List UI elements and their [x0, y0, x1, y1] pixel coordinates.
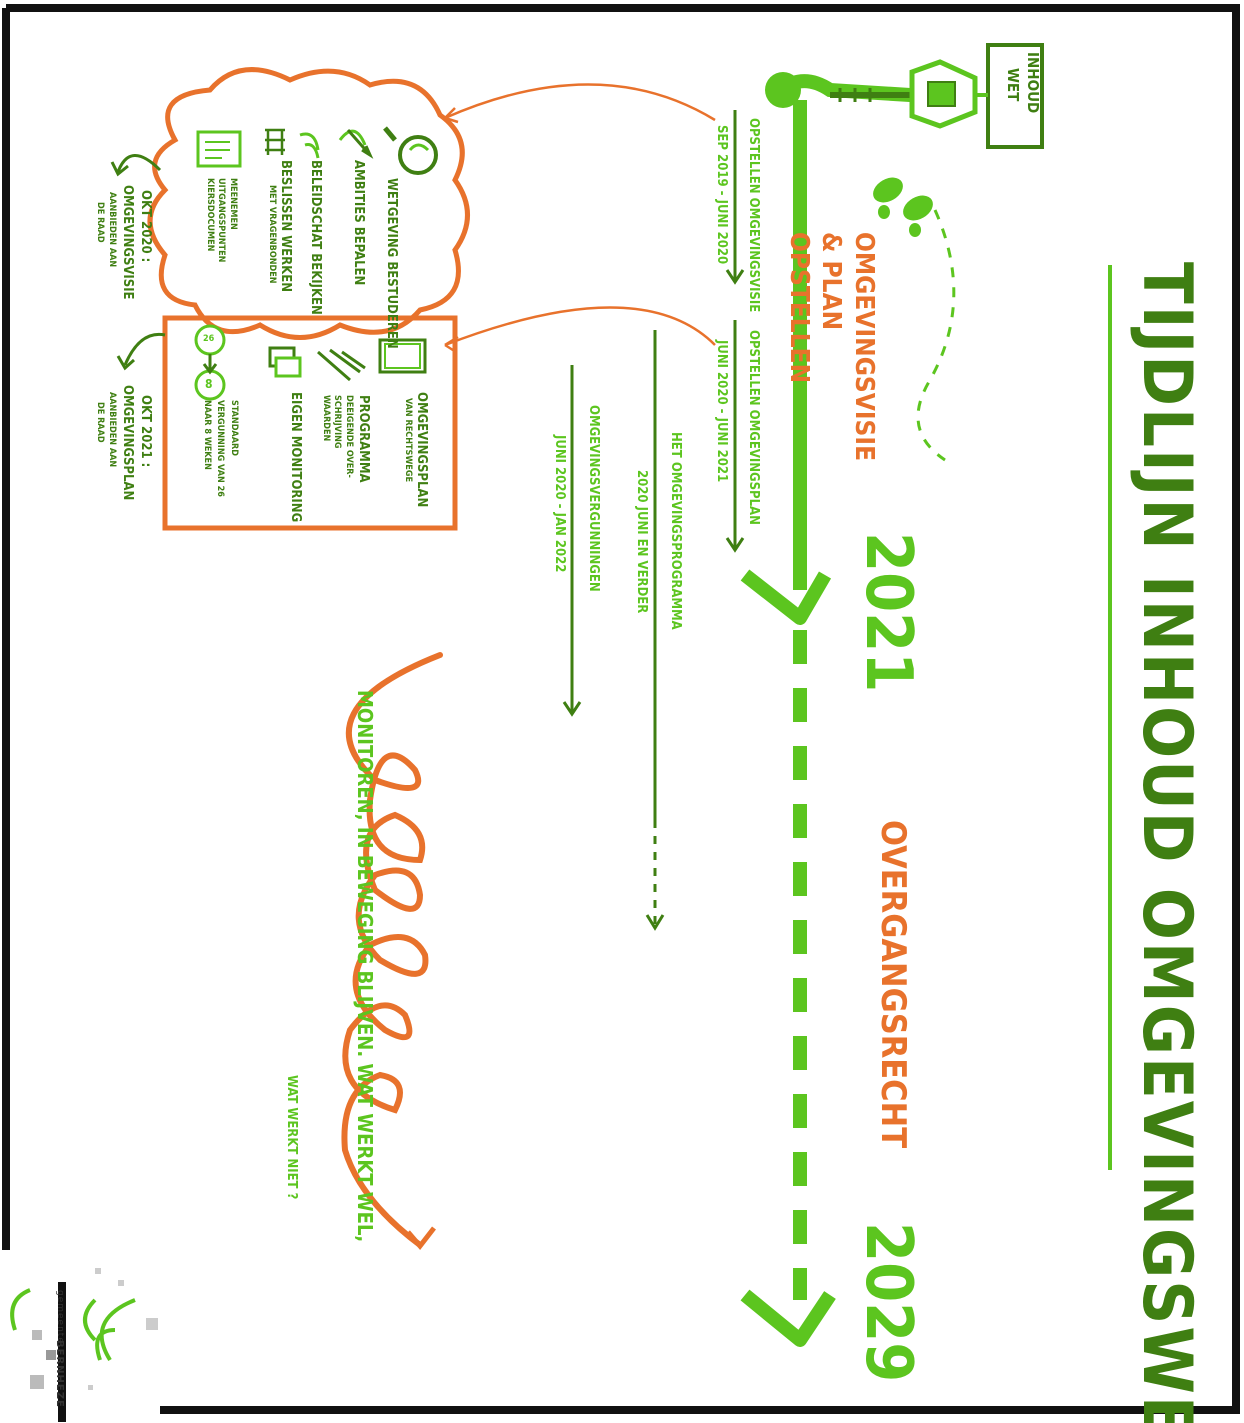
- timeline-arrow-2021: [740, 569, 832, 625]
- connector-visie: [444, 83, 716, 122]
- footprint-trail: [916, 209, 956, 462]
- plan-item-2: PROGRAMMA: [356, 395, 371, 483]
- track-2-title: OPSTELLEN OMGEVINGSPLAN: [746, 330, 761, 525]
- visie-item-3: BELEIDSCHAT BEKIJKEN: [308, 160, 323, 315]
- track-3-title: HET OMGEVINGSPROGRAMMA: [668, 432, 683, 630]
- logo-prefix: gemeente: [55, 1290, 65, 1344]
- monitoring-text-line2: WAT WERKT NIET ?: [284, 1075, 299, 1200]
- plan-item-1: OMGEVINGSPLAN: [414, 392, 429, 508]
- target-arrow-icon: [338, 129, 374, 159]
- visie-note-title: OKT 2020 :: [138, 190, 153, 263]
- map-icon: [378, 338, 427, 374]
- signpost-icon: [765, 43, 1044, 149]
- track-4-period: JUNI 2020 - JAN 2022: [552, 435, 567, 573]
- visie-item-1: WETGEVING BESTUDEREN: [384, 178, 399, 349]
- plan-note-line3: DE RAAD: [95, 402, 105, 443]
- plan-item-3: EIGEN MONITORING: [288, 392, 303, 523]
- note-arrow-visie: [116, 154, 162, 173]
- document-icon: [196, 130, 242, 168]
- weeks-badge-icon: [194, 324, 226, 401]
- plan-item-4: STANDAARD VERGUNNING VAN 26 NAAR 8 WEKEN: [202, 400, 239, 497]
- branch-icon: [299, 132, 320, 159]
- phase-label-1-line: OMGEVINGSVISIE & PLAN OPSTELLEN: [783, 232, 881, 462]
- footprints-icon: [873, 177, 933, 237]
- plan-note-line1: OMGEVINGSPLAN: [120, 385, 135, 501]
- visie-item-4-sub: MET VRAGENBONDEN: [267, 185, 277, 284]
- spiral-arrow-head: [406, 1226, 436, 1250]
- connector-plan: [444, 306, 716, 347]
- track-3-period: 2020 JUNI EN VERDER: [634, 470, 649, 614]
- visie-item-4: BESLISSEN WERKEN: [278, 160, 293, 292]
- visie-note-line2: AANBIEDEN AAN: [107, 192, 117, 268]
- year-2029: 2029: [851, 1222, 925, 1383]
- people-icon: [265, 128, 285, 155]
- weeks-badge-to: 8: [205, 377, 213, 391]
- plan-note-title: OKT 2021 :: [138, 395, 153, 468]
- visie-note-line3: DE RAAD: [95, 202, 105, 243]
- phase-label-1: OMGEVINGSVISIE & PLAN OPSTELLEN: [784, 232, 879, 462]
- plan-item-1-sub: VAN RECHTSWEGE: [403, 398, 413, 483]
- plan-item-2-sub: DEEIGENDE OVER- SCHRIJVING WAARDEN: [320, 395, 354, 478]
- track-1-title: OPSTELLEN OMGEVINGSVISIE: [746, 118, 761, 313]
- plan-box: [162, 315, 458, 531]
- track-4-title: OMGEVINGSVERGUNNINGEN: [586, 405, 601, 592]
- visie-item-5: MEENEMEN UITGANGSPUNTEN KIERSDOCUMEN: [204, 178, 238, 263]
- monitor-icon: [268, 346, 302, 378]
- frame-border: [6, 4, 1240, 1414]
- logo-name: BERNHEZE: [54, 1340, 65, 1408]
- note-arrow-plan: [123, 332, 166, 366]
- track-2-period: JUNI 2020 - JUNI 2021: [714, 340, 729, 483]
- signpost-label-line1: INHOUD: [1024, 52, 1042, 114]
- visie-note-line1: OMGEVINGSVISIE: [120, 185, 135, 300]
- phase-label-2: OVERGANGSRECHT: [873, 820, 913, 1149]
- signpost-label-line2: WET: [1004, 68, 1022, 102]
- bernheze-logo: [10, 1268, 158, 1422]
- flow-arrows-icon: [317, 348, 366, 382]
- monitoring-spiral: [341, 652, 443, 1248]
- year-2021: 2021: [851, 532, 925, 693]
- timeline-arrow-2029: [740, 1289, 836, 1347]
- visie-item-2: AMBITIES BEPALEN: [351, 160, 366, 286]
- track-1-period: SEP 2019 - JUNI 2020: [714, 125, 729, 265]
- page-title: TIJDLIJN INHOUD OMGEVINGSWET: [1127, 262, 1206, 1423]
- monitoring-text-line1: MONITOREN, IN BEWEGING BLIJVEN. WAT WERK…: [353, 690, 377, 1243]
- weeks-badge-from: 26: [203, 334, 215, 344]
- magnifier-icon: [383, 126, 438, 175]
- plan-note-line2: AANBIEDEN AAN: [107, 392, 117, 468]
